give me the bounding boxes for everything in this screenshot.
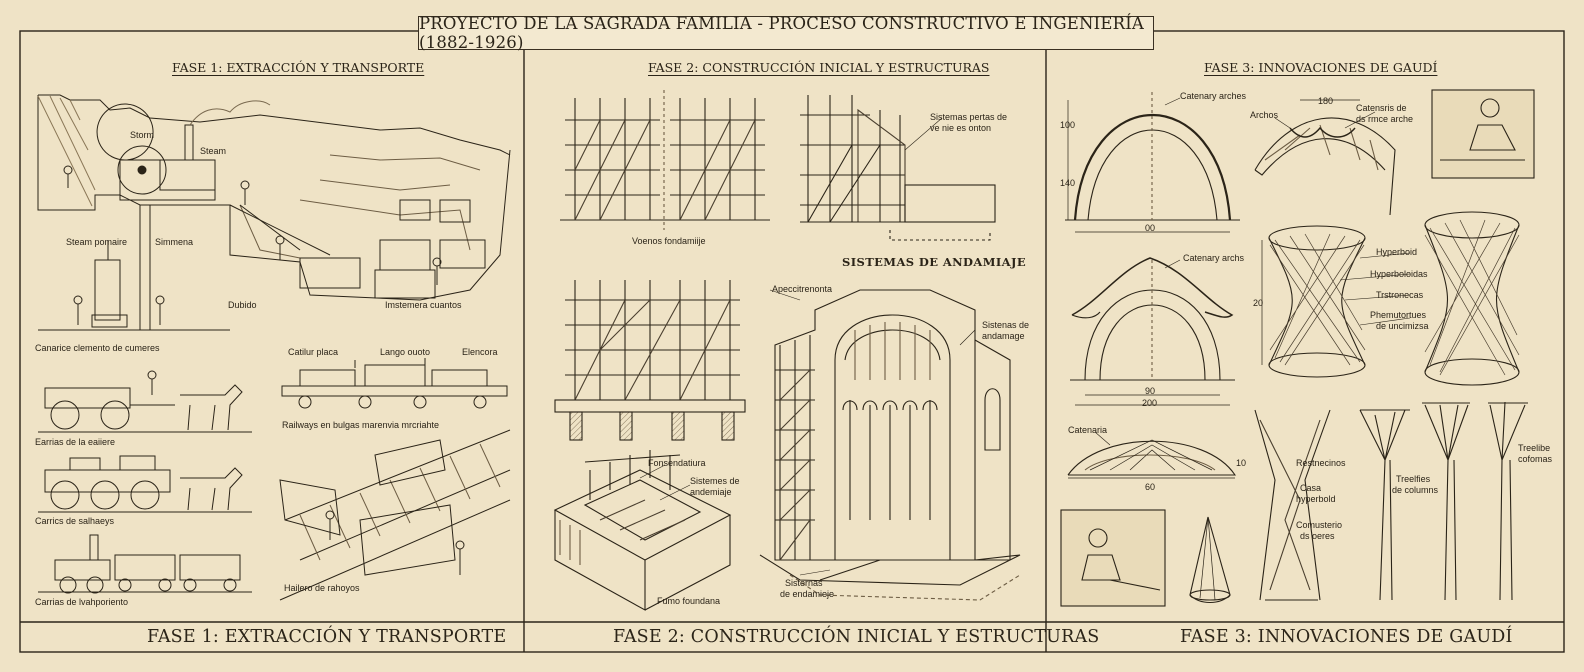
label-casa-2: hyperbold (1296, 494, 1336, 504)
phase-2-header: FASE 2: CONSTRUCCIÓN INICIAL Y ESTRUCTUR… (648, 60, 990, 75)
phase-1-header: FASE 1: EXTRACCIÓN Y TRANSPORTE (172, 60, 425, 75)
label-earrias: Earrias de la eaiiere (35, 437, 116, 447)
phase-3-header: FASE 3: INNOVACIONES DE GAUDÍ (1204, 60, 1438, 75)
dim-60: 60 (1145, 482, 1156, 492)
dim-180: 180 (1318, 96, 1334, 106)
label-catensris-1: Catensris de (1356, 103, 1407, 113)
label-comusterio-2: ds oeres (1300, 531, 1335, 541)
label-catenaria: Catenaria (1068, 425, 1108, 435)
label-fonsendatiura: Fonsendatiura (648, 458, 706, 468)
dim-140: 140 (1060, 178, 1076, 188)
label-sisternas-1: Sisternas (785, 578, 823, 588)
label-simmena: Simmena (155, 237, 194, 247)
label-phemutortues-1: Phemutortues (1370, 310, 1427, 320)
label-carrics: Carrics de salhaeys (35, 516, 115, 526)
label-hyperboid: Hyperboid (1376, 247, 1418, 257)
label-steam-pomaire: Steam pomaire (66, 237, 128, 247)
hyperboloid-2 (1424, 211, 1520, 386)
main-title-text: PROYECTO DE LA SAGRADA FAMILIA - PROCESO… (419, 14, 1145, 52)
label-treelibe-1: Treelibe (1518, 443, 1551, 453)
main-title: PROYECTO DE LA SAGRADA FAMILIA - PROCESO… (418, 14, 1154, 52)
label-sistemes-andemiaje-1: Sistemes de (690, 476, 740, 486)
dim-200: 200 (1142, 398, 1158, 408)
label-restnecinos: Restnecinos (1296, 458, 1346, 468)
dim-100: 100 (1060, 120, 1076, 130)
label-railways: Railways en bulgas marenvia mrcriahte (282, 420, 440, 430)
label-carrias: Carrias de lvahporiento (35, 597, 129, 607)
dim-20: 20 (1253, 298, 1264, 308)
label-imstemera: Imstemera cuantos (385, 300, 462, 310)
scaffolding-subheader: SISTEMAS DE ANDAMIAJE (842, 255, 1026, 269)
label-sistemas-pertas-2: ve nie es onton (930, 123, 992, 133)
label-sistemes-andemiaje-2: andemiaje (690, 487, 732, 497)
label-apeccitrenonta: Apeccitrenonta (772, 284, 833, 294)
gaudi-innovations (639, 89, 1535, 607)
label-catenary-archs: Catenary archs (1183, 253, 1245, 263)
label-treelfies-2: de columns (1392, 485, 1439, 495)
quarry-scene (37, 94, 511, 331)
label-dubido: Dubido (228, 300, 257, 310)
label-lango-ouoto: Lango ouoto (380, 347, 431, 357)
label-trstronecas: Trstronecas (1376, 290, 1424, 300)
phase-1-footer: FASE 1: EXTRACCIÓN Y TRANSPORTE (147, 627, 507, 647)
outer-frame (19, 30, 1565, 653)
label-phemutortues-2: de uncimizsa (1376, 321, 1429, 331)
label-sisternas-2: de endamieje (780, 589, 835, 599)
label-treelfies-1: Treelfies (1396, 474, 1431, 484)
label-catilur-placa: Catilur placa (288, 347, 339, 357)
label-hailero: Hailero de rahoyos (284, 583, 360, 593)
label-fumo-foundana: Fumo foundana (657, 596, 721, 606)
phase-2-footer: FASE 2: CONSTRUCCIÓN INICIAL Y ESTRUCTUR… (613, 627, 1100, 647)
dim-00: 00 (1145, 223, 1156, 233)
dim-90: 90 (1145, 386, 1156, 396)
label-storm: Storm (130, 130, 155, 140)
label-sistenas-andamage-2: andamage (982, 331, 1025, 341)
phase-3-footer: FASE 3: INNOVACIONES DE GAUDÍ (1180, 627, 1513, 647)
label-sistenas-andamage-1: Sistenas de (982, 320, 1030, 330)
scaffold-drawings (553, 90, 1021, 611)
hyperboloid-1 (1268, 225, 1366, 378)
label-sistemas-pertas-1: Sistemas pertas de (930, 112, 1008, 122)
transport-carts (38, 358, 511, 601)
label-steam: Steam (200, 146, 227, 156)
label-catensris-2: ds rmce arche (1356, 114, 1414, 124)
label-voenos: Voenos fondamiije (632, 236, 706, 246)
label-archos: Archos (1250, 110, 1279, 120)
label-casa-1: Casa (1300, 483, 1322, 493)
dim-10: 10 (1236, 458, 1247, 468)
label-comusterio-1: Comusterio (1296, 520, 1343, 530)
label-treelibe-2: cofomas (1518, 454, 1553, 464)
label-elencora: Elencora (462, 347, 498, 357)
label-canarice: Canarice clemento de cumeres (35, 343, 160, 353)
label-catenary-arches: Catenary arches (1180, 91, 1247, 101)
label-hyperboloidas: Hyperboloidas (1370, 269, 1428, 279)
